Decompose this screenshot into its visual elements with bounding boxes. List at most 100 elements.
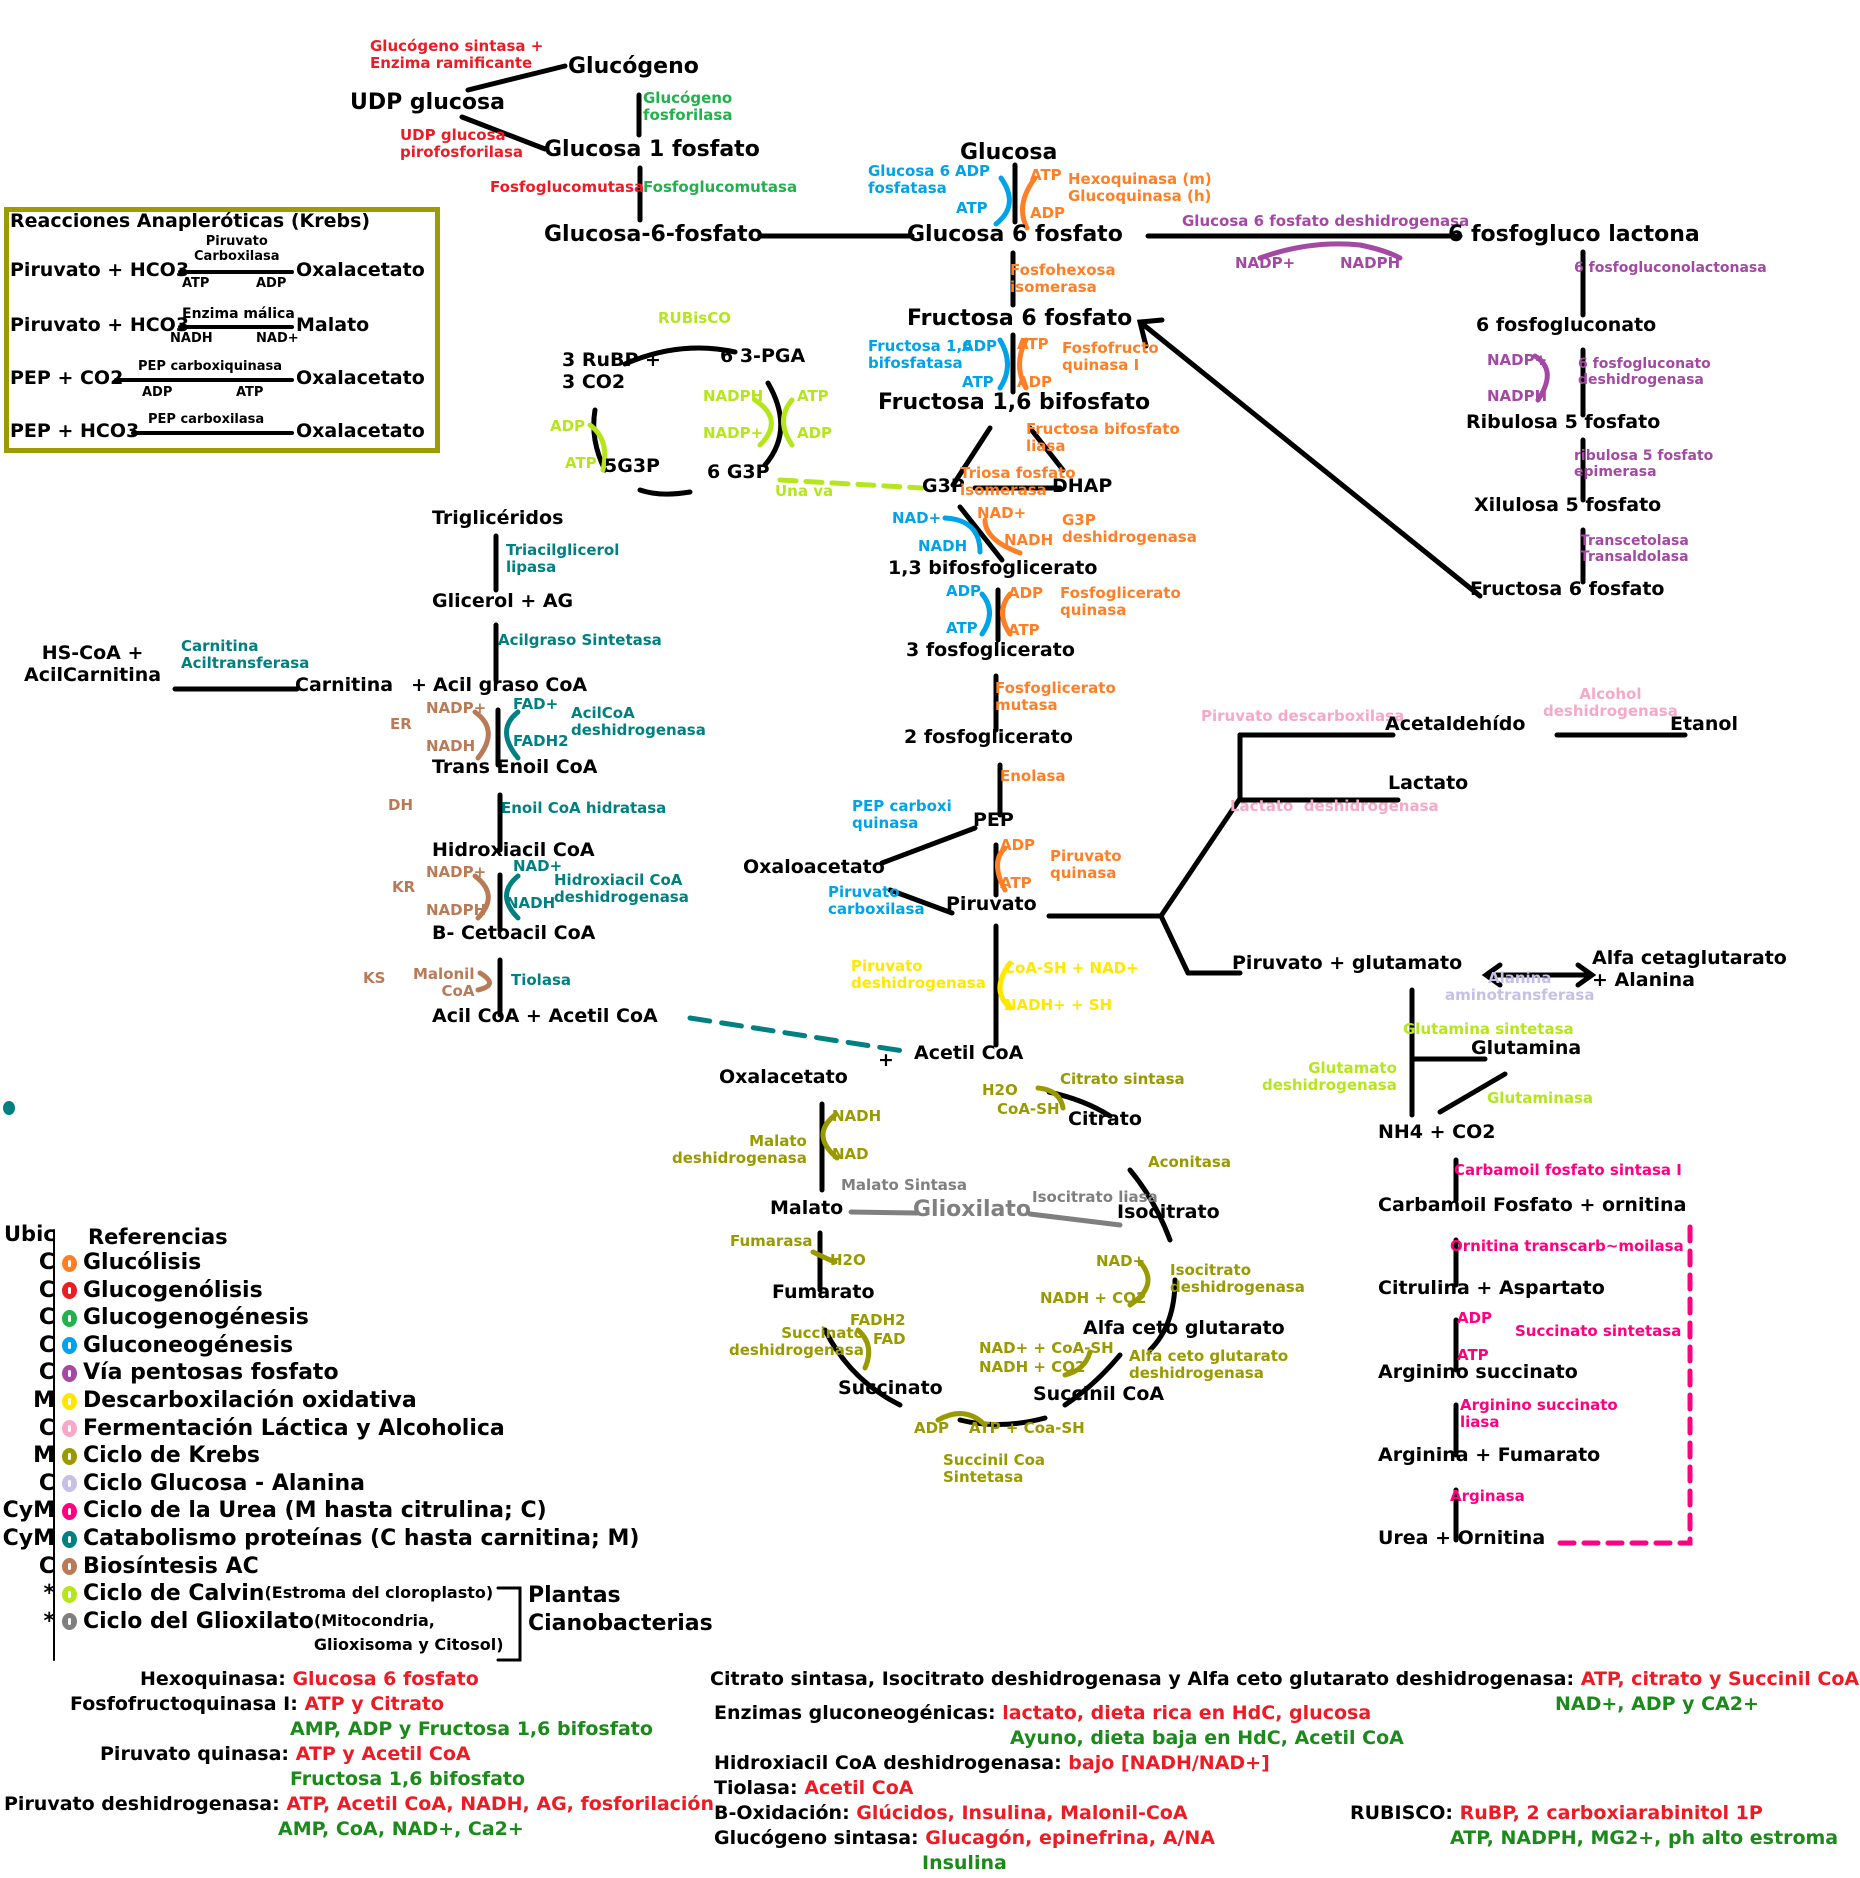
legend-label: Ciclo del Glioxilato (83, 1608, 314, 1634)
node-5-g3p: 5G3P (604, 455, 660, 477)
enzyme-succinil-coa-sintetasa: Succinil Coa Sintetasa (943, 1451, 1046, 1487)
regulation-row: RUBISCO: RuBP, 2 carboxiarabinitol 1P (1350, 1802, 1763, 1824)
regulation-row: Citrato sintasa, Isocitrato deshidrogena… (710, 1668, 1859, 1690)
node-citrato: Citrato (1068, 1108, 1142, 1130)
arc-calvin-adp (587, 422, 608, 473)
line-f16bp-g3p (950, 425, 993, 488)
cof-g6pdh-nadp: NADP+ (1235, 254, 1296, 272)
cof-fumarasa-h2o: H2O (830, 1251, 866, 1269)
arc-succinato-fumarato (822, 1327, 903, 1408)
legend-ubic: CyM (2, 1526, 55, 1551)
node-trans-enoil-coa: Trans Enoil CoA (432, 756, 598, 778)
cof-calvin-nadph: NADPH (703, 387, 764, 405)
legend-ubic: C (38, 1360, 55, 1386)
enzyme-acilcoa-dh: AcilCoA deshidrogenasa (571, 704, 706, 740)
regulated-enzyme: B-Oxidación: (714, 1802, 857, 1824)
enzyme-fosfoglicerato-quinasa: Fosfoglicerato quinasa (1060, 584, 1181, 620)
enzyme-fosfohexosa-isomerasa: Fosfohexosa isomerasa (1010, 261, 1116, 297)
regulation-row: Fructosa 1,6 bifosfato (290, 1768, 525, 1790)
legend-color-dot-icon (62, 1309, 77, 1327)
inhibitors: Glucagón, epinefrina, A/NA (925, 1827, 1215, 1849)
ana-row2-right: Malato (296, 314, 370, 336)
enzyme-rubisco: RUBisCO (658, 309, 731, 327)
node-ribulosa-5-fosfato: Ribulosa 5 fosfato (1466, 411, 1661, 433)
cof-calvin-adp-left: ADP (550, 417, 586, 435)
legend-label: Ciclo de la Urea (M hasta citrulina; C) (83, 1498, 547, 1524)
legend-color-dot-icon (62, 1530, 77, 1548)
legend-ubic: M (33, 1443, 55, 1469)
node-acetil-coa: Acetil CoA (914, 1042, 1024, 1064)
regulated-enzyme: Enzimas gluconeogénicas: (714, 1702, 1003, 1724)
node-oxalacetato-krebs: Oxalacetato (719, 1066, 848, 1088)
cof-er-nadp: NADP+ (426, 699, 487, 717)
ana-row3-cof-left: ADP (142, 385, 173, 400)
ana-row1-right: Oxalacetato (296, 259, 425, 281)
enzyme-fosfofructoquinasa: Fosfofructo quinasa I (1062, 339, 1159, 375)
legend-color-dot-icon (62, 1447, 77, 1465)
regulated-enzyme: Glucógeno sintasa: (714, 1827, 926, 1849)
regulation-row: AMP, CoA, NAD+, Ca2+ (278, 1818, 524, 1840)
arc-acilcoa-dh (504, 709, 521, 761)
ana-row4-left: PEP + HCO3 (10, 420, 140, 442)
legend-label: Gluconeogénesis (83, 1332, 294, 1358)
regulation-row: Tiolasa: Acetil CoA (714, 1777, 914, 1799)
legend-color-dot-icon (62, 1254, 77, 1272)
enzyme-fosfoglucomutasa-red: Fosfoglucomutasa (490, 178, 645, 196)
enzyme-succinato-dh: Succinato deshidrogenasa (729, 1324, 864, 1360)
enzyme-enolasa: Enolasa (1000, 767, 1066, 785)
ana-row1-enzyme: Piruvato Carboxilasa (194, 234, 280, 264)
node-hscoa-acilcarnitina: HS-CoA + AcilCarnitina (24, 642, 162, 686)
cof-hidroxi-nadh: NADH (506, 894, 556, 912)
node-6-g3p: 6 G3P (707, 461, 770, 483)
regulation-row: Piruvato quinasa: ATP y Acetil CoA (100, 1743, 471, 1765)
regulation-row: Insulina (922, 1852, 1007, 1874)
enzyme-glutamato-dh: Glutamato deshidrogenasa (1262, 1059, 1397, 1095)
enzyme-fumarasa: Fumarasa (730, 1232, 813, 1250)
enzyme-carnitina-aciltransferasa: Carnitina Aciltransferasa (181, 637, 310, 673)
enzyme-acilgraso-sintetasa: Acilgraso Sintetasa (498, 631, 662, 649)
cof-akgdh-nad-coash: NAD+ + CoA-SH (979, 1339, 1114, 1357)
node-fructosa-6-fosfato: Fructosa 6 fosfato (907, 306, 1133, 331)
inhibitors: ATP, Acetil CoA, NADH, AG, fosforilación (286, 1793, 715, 1815)
enzyme-triosa-isomerasa: Triosa fosfato isomerasa (960, 464, 1076, 500)
legend-col-ref: Referencias (88, 1225, 228, 1249)
cof-sdh-fad: FAD (873, 1330, 906, 1348)
regulation-row: AMP, ADP y Fructosa 1,6 bifosfato (290, 1718, 653, 1740)
cof-mdh-nadh: NADH (832, 1107, 882, 1125)
node-rubp-co2: 3 RuBP + 3 CO2 (562, 349, 661, 393)
arc-succinato-dh (855, 1327, 872, 1371)
regulated-enzyme: Piruvato quinasa: (100, 1743, 296, 1765)
arc-citrato-sintasa (1035, 1085, 1066, 1111)
cof-pgk-orange-adp: ADP (1008, 584, 1044, 602)
legend-item: Glucogenogénesis (62, 1305, 309, 1330)
cof-idh-nadh-co2: NADH + CO2 (1040, 1289, 1147, 1307)
ana-row2-cof-right: NAD+ (256, 331, 299, 346)
node-glutamina: Glutamina (1471, 1037, 1582, 1059)
cof-hk-adp: ADP (1030, 204, 1066, 222)
regulation-row: Fosfofructoquinasa I: ATP y Citrato (70, 1693, 444, 1715)
enzyme-cps-i: Carbamoil fosfato sintasa I (1454, 1161, 1682, 1179)
legend-color-dot-icon (62, 1613, 77, 1631)
enzyme-glutamina-sintetasa: Glutamina sintetasa (1403, 1020, 1574, 1038)
arc-g3pdh-blue (942, 515, 983, 555)
anaplerotic-title: Reacciones Anapleróticas (Krebs) (10, 210, 371, 232)
node-13-bifosfoglicerato: 1,3 bifosfoglicerato (888, 557, 1098, 579)
cof-idh-nad: NAD+ (1096, 1252, 1146, 1270)
enzyme-g3p-deshidrogenasa: G3P deshidrogenasa (1062, 511, 1197, 547)
enzyme-f16-bifosfatasa: Fructosa 1,6 bifosfatasa (868, 337, 973, 373)
line-branch-down (1158, 913, 1191, 976)
inhibitors: bajo [NADH/NAD+] (1068, 1752, 1270, 1774)
enzyme-piruvato-quinasa: Piruvato quinasa (1050, 847, 1122, 883)
line-glioxilato-isocitrato (1027, 1211, 1123, 1228)
cof-hidroxi-nad: NAD+ (513, 857, 563, 875)
legend-label: Ciclo de Calvin (83, 1581, 265, 1607)
enzyme-6-fosfogluconolactonasa: 6 fosfogluconolactonasa (1574, 260, 1767, 276)
cof-g3pdh-orange-nadh: NADH (1004, 531, 1054, 549)
arc-pga-g3p6 (762, 380, 784, 468)
arc-succinil-succinato (957, 1415, 1048, 1427)
legend-label: Glucólisis (83, 1250, 202, 1275)
cof-pk-adp: ADP (1000, 836, 1036, 854)
cof-scs-adp: ADP (914, 1419, 950, 1437)
ana-row1-cof-right: ADP (256, 276, 287, 291)
legend-label: Vía pentosas fosfato (83, 1360, 339, 1386)
